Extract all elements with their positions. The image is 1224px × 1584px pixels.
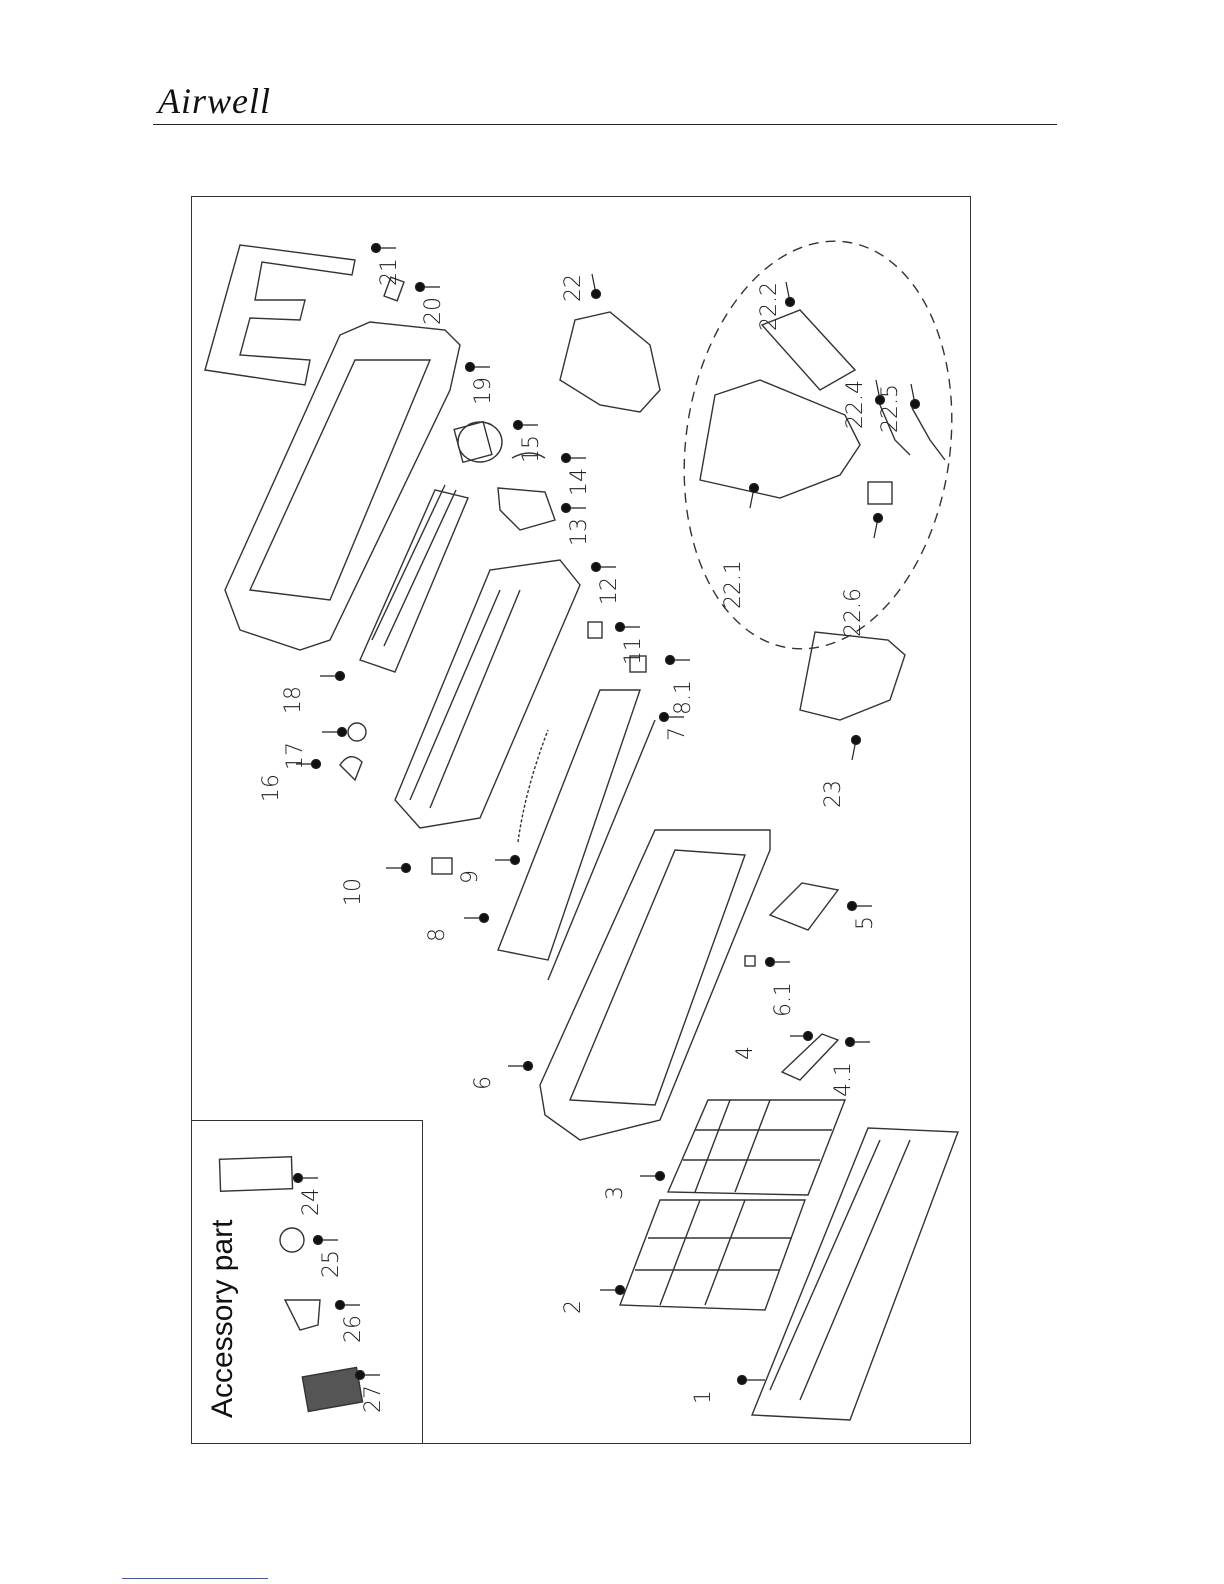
callout-dot xyxy=(616,623,625,632)
part-15-motor xyxy=(458,422,502,462)
callout-label: 10 xyxy=(341,878,366,906)
part-21-mounting-plate xyxy=(205,245,355,385)
part-2-filter xyxy=(620,1200,805,1310)
part-26-elbow xyxy=(285,1300,320,1330)
callout-label: 7 xyxy=(665,727,690,741)
part-25-nut xyxy=(280,1228,304,1252)
callout-label: 9 xyxy=(458,870,483,884)
callout-label: 12 xyxy=(597,577,622,605)
part-3-filter xyxy=(668,1100,845,1195)
callout-label: 4.1 xyxy=(831,1062,856,1097)
part-12-evaporator xyxy=(395,560,580,828)
callout-dot xyxy=(524,1062,533,1071)
part-8-drain-pan xyxy=(498,690,640,960)
callout-dot xyxy=(466,363,475,372)
part-10-sensor xyxy=(432,858,452,874)
part-1-front-panel xyxy=(752,1128,958,1420)
callout-label: 20 xyxy=(421,297,446,325)
callout-dot xyxy=(874,514,883,523)
footer-link-underline xyxy=(122,1578,268,1579)
callout-label: 22 xyxy=(561,274,586,302)
callout-label: 27 xyxy=(361,1385,386,1413)
callout-dot xyxy=(312,760,321,769)
callout-label: 22.1 xyxy=(721,560,746,609)
part-22-electrical-box xyxy=(560,312,660,412)
callout-label: 22.5 xyxy=(878,384,903,433)
callout-dot xyxy=(660,713,669,722)
callout-label: 13 xyxy=(567,518,592,546)
part-22-6-terminal xyxy=(868,482,892,504)
part-23-box xyxy=(800,632,905,720)
callout-label: 6 xyxy=(471,1076,496,1090)
part-22-5-wire xyxy=(912,408,945,460)
callout-dot xyxy=(294,1174,303,1183)
callout-dot xyxy=(592,290,601,299)
callout-dot xyxy=(338,728,347,737)
part-6-1-clip xyxy=(745,956,755,966)
callout-dot xyxy=(738,1376,747,1385)
part-16-bearing-holder xyxy=(340,757,362,780)
callout-dot xyxy=(852,736,861,745)
callout-label: 6.1 xyxy=(771,982,796,1017)
part-9-drain-hose xyxy=(518,730,548,842)
callout-label: 25 xyxy=(319,1250,344,1278)
callout-dot xyxy=(616,1286,625,1295)
callout-dot xyxy=(314,1236,323,1245)
part-6-front-frame xyxy=(540,830,770,1140)
callout-dot xyxy=(592,563,601,572)
part-4-display xyxy=(782,1034,838,1080)
callout-label: 1 xyxy=(691,1390,716,1404)
callout-dot xyxy=(846,1038,855,1047)
callout-label: 14 xyxy=(567,468,592,496)
part-13-motor-cover xyxy=(498,488,555,530)
callout-label: 11 xyxy=(621,637,646,665)
callout-dot xyxy=(514,421,523,430)
part-24-remote xyxy=(219,1157,292,1191)
callout-label: 18 xyxy=(281,686,306,714)
callout-dot xyxy=(766,958,775,967)
callout-label: 19 xyxy=(471,377,496,405)
callout-dot xyxy=(402,864,411,873)
part-17-bearing xyxy=(348,723,366,741)
callout-label: 8 xyxy=(425,928,450,942)
callout-label: 21 xyxy=(377,258,402,286)
callout-dot xyxy=(750,484,759,493)
callout-label: 5 xyxy=(853,916,878,930)
part-5-cover-plate xyxy=(770,883,838,930)
callout-dot xyxy=(804,1032,813,1041)
part-7-strip xyxy=(548,720,655,980)
callout-dot xyxy=(848,902,857,911)
callout-label: 24 xyxy=(299,1188,324,1216)
callout-label: 23 xyxy=(821,780,846,808)
callout-label: 16 xyxy=(259,774,284,802)
callout-dot xyxy=(356,1371,365,1380)
callout-label: 15 xyxy=(519,435,544,463)
callout-dot xyxy=(511,856,520,865)
callout-dot xyxy=(786,298,795,307)
part-11-clip xyxy=(588,622,602,638)
callout-label: 26 xyxy=(341,1315,366,1343)
callout-dot xyxy=(336,1301,345,1310)
callout-label: 2 xyxy=(561,1300,586,1314)
callout-label: 3 xyxy=(603,1186,628,1200)
part-27-tape xyxy=(302,1367,362,1411)
callout-dot xyxy=(336,672,345,681)
callout-label: 22.4 xyxy=(843,380,868,429)
callout-label: 17 xyxy=(283,742,308,770)
callout-dot xyxy=(666,656,675,665)
callout-dot xyxy=(416,283,425,292)
callout-dot xyxy=(562,504,571,513)
callout-label: 8.1 xyxy=(671,680,696,715)
callout-dot xyxy=(911,400,920,409)
callout-label: 22.2 xyxy=(757,282,782,331)
callout-dot xyxy=(562,454,571,463)
callout-label: 22.6 xyxy=(841,588,866,637)
callout-dot xyxy=(372,244,381,253)
part-22-1-box xyxy=(700,380,860,498)
callout-label: 4 xyxy=(733,1046,758,1060)
callout-dot xyxy=(480,914,489,923)
callout-dot xyxy=(656,1172,665,1181)
